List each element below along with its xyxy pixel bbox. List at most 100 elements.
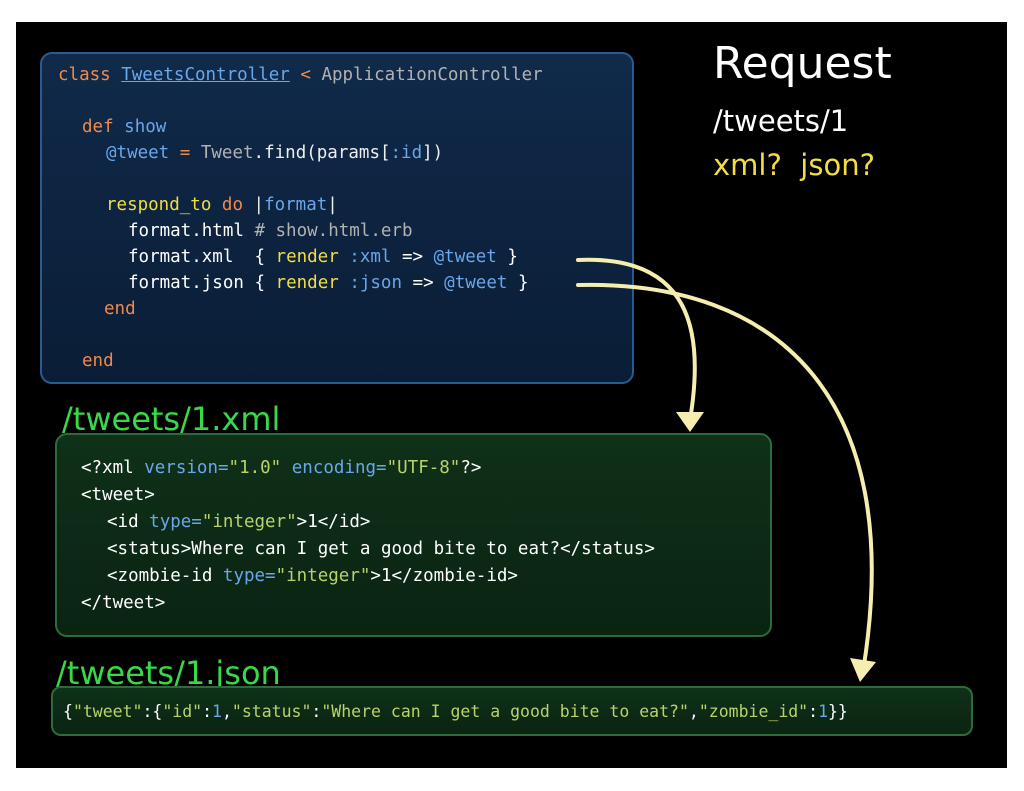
ivar: @tweet: [106, 143, 170, 163]
code-line-format-html: format.html # show.html.erb: [128, 218, 413, 244]
xml-value: "1.0": [228, 458, 282, 478]
symbol: :json: [349, 273, 402, 293]
class-name: TweetsController: [121, 65, 290, 85]
keyword: end: [82, 351, 114, 371]
xml-tag: >: [370, 566, 381, 586]
json-punct: :: [808, 702, 819, 721]
xml-tag: <status>: [107, 539, 192, 559]
json-punct: :: [311, 702, 322, 721]
xml-path-title: /tweets/1.xml: [62, 400, 281, 438]
punct: |: [253, 195, 265, 215]
method-call: format.json: [128, 273, 244, 293]
comment: # show.html.erb: [254, 221, 413, 241]
method-name: show: [124, 117, 167, 137]
keyword: do: [221, 195, 243, 215]
method-call: .find(params[: [253, 143, 391, 163]
json-key: "status": [231, 702, 312, 721]
json-line: {"tweet":{"id":1,"status":"Where can I g…: [63, 699, 848, 725]
keyword: def: [82, 117, 114, 137]
json-output-panel: {"tweet":{"id":1,"status":"Where can I g…: [51, 686, 973, 736]
json-key: "tweet": [72, 702, 143, 721]
code-line-format-json: format.json { render :json => @tweet }: [128, 270, 528, 296]
xml-text: 1: [307, 512, 318, 532]
method-call: format.xml: [128, 247, 234, 267]
json-punct: :{: [142, 702, 163, 721]
request-path: /tweets/1: [713, 104, 849, 138]
xml-tag: <?xml: [81, 458, 134, 478]
operator: =>: [402, 247, 424, 267]
method-call: respond_to: [106, 195, 212, 215]
block-arg: format: [264, 195, 328, 215]
xml-tag: </tweet>: [81, 593, 166, 613]
operator: <: [300, 65, 311, 85]
punct: {: [254, 273, 265, 293]
xml-tag: <id: [107, 512, 139, 532]
code-line-format-xml: format.xml { render :xml => @tweet }: [128, 244, 518, 270]
json-key: "zombie_id": [698, 702, 809, 721]
xml-value: "integer": [201, 512, 297, 532]
xml-arrow: [576, 257, 697, 422]
punct: {: [254, 247, 265, 267]
parent-class: ApplicationController: [321, 65, 543, 85]
xml-zombie-id-line: <zombie-id type="integer">1</zombie-id>: [107, 563, 518, 589]
request-formats: xml? json?: [713, 148, 875, 182]
json-punct: ,: [221, 702, 232, 721]
json-arrow: [576, 282, 874, 667]
ivar: @tweet: [433, 247, 497, 267]
xml-attr: encoding=: [291, 458, 387, 478]
xml-tag: </id>: [317, 512, 371, 532]
xml-text: Where can I get a good bite to eat?: [191, 539, 561, 559]
keyword: class: [58, 65, 111, 85]
xml-value: "integer": [275, 566, 371, 586]
xml-attr: type=: [149, 512, 202, 532]
xml-value: "UTF-8": [386, 458, 461, 478]
code-line-class: class TweetsController < ApplicationCont…: [58, 62, 543, 88]
xml-tweet-close-line: </tweet>: [81, 590, 165, 616]
json-punct: ,: [688, 702, 699, 721]
xml-tag: </zombie-id>: [391, 566, 518, 586]
xml-attr: type=: [222, 566, 276, 586]
json-number: 1: [212, 702, 222, 721]
symbol: :xml: [349, 247, 392, 267]
request-title: Request: [713, 38, 892, 89]
json-string: "Where can I get a good bite to eat?": [321, 702, 689, 721]
xml-status-line: <status>Where can I get a good bite to e…: [107, 536, 655, 562]
class-ref: Tweet: [200, 143, 254, 163]
xml-arrowhead: [676, 412, 704, 432]
punct: |: [327, 195, 338, 215]
code-line-end-def: end: [82, 348, 114, 374]
punct: ]): [422, 143, 444, 163]
xml-tweet-open-line: <tweet>: [81, 482, 155, 508]
punct: }: [507, 247, 518, 267]
xml-attr: version=: [144, 458, 229, 478]
keyword: end: [104, 299, 136, 319]
code-line-def: def show: [82, 114, 166, 140]
xml-declaration-line: <?xml version="1.0" encoding="UTF-8"?>: [81, 455, 481, 481]
xml-tag: <tweet>: [81, 485, 155, 505]
xml-id-line: <id type="integer">1</id>: [107, 509, 370, 535]
operator: =: [179, 143, 191, 163]
json-path-title: /tweets/1.json: [56, 654, 281, 692]
symbol: :id: [390, 143, 423, 163]
xml-text: 1: [380, 566, 392, 586]
json-punct: {: [63, 702, 73, 721]
controller-code-panel: class TweetsController < ApplicationCont…: [40, 52, 634, 384]
xml-tag: <zombie-id: [107, 566, 213, 586]
code-line-find: @tweet = Tweet.find(params[:id]): [106, 140, 443, 166]
method-call: render: [275, 273, 339, 293]
xml-tag: ?>: [460, 458, 482, 478]
code-line-respond-to: respond_to do |format|: [106, 192, 338, 218]
xml-tag: </status>: [560, 539, 655, 559]
xml-tag: >: [296, 512, 308, 532]
code-line-end-block: end: [104, 296, 136, 322]
json-punct: :: [202, 702, 213, 721]
punct: }: [517, 273, 529, 293]
xml-output-panel: <?xml version="1.0" encoding="UTF-8"?> <…: [55, 433, 772, 637]
json-punct: }}: [828, 702, 848, 721]
json-key: "id": [162, 702, 203, 721]
ivar: @tweet: [444, 273, 508, 293]
method-call: render: [275, 247, 339, 267]
method-call: format.html: [128, 221, 244, 241]
json-number: 1: [818, 702, 828, 721]
